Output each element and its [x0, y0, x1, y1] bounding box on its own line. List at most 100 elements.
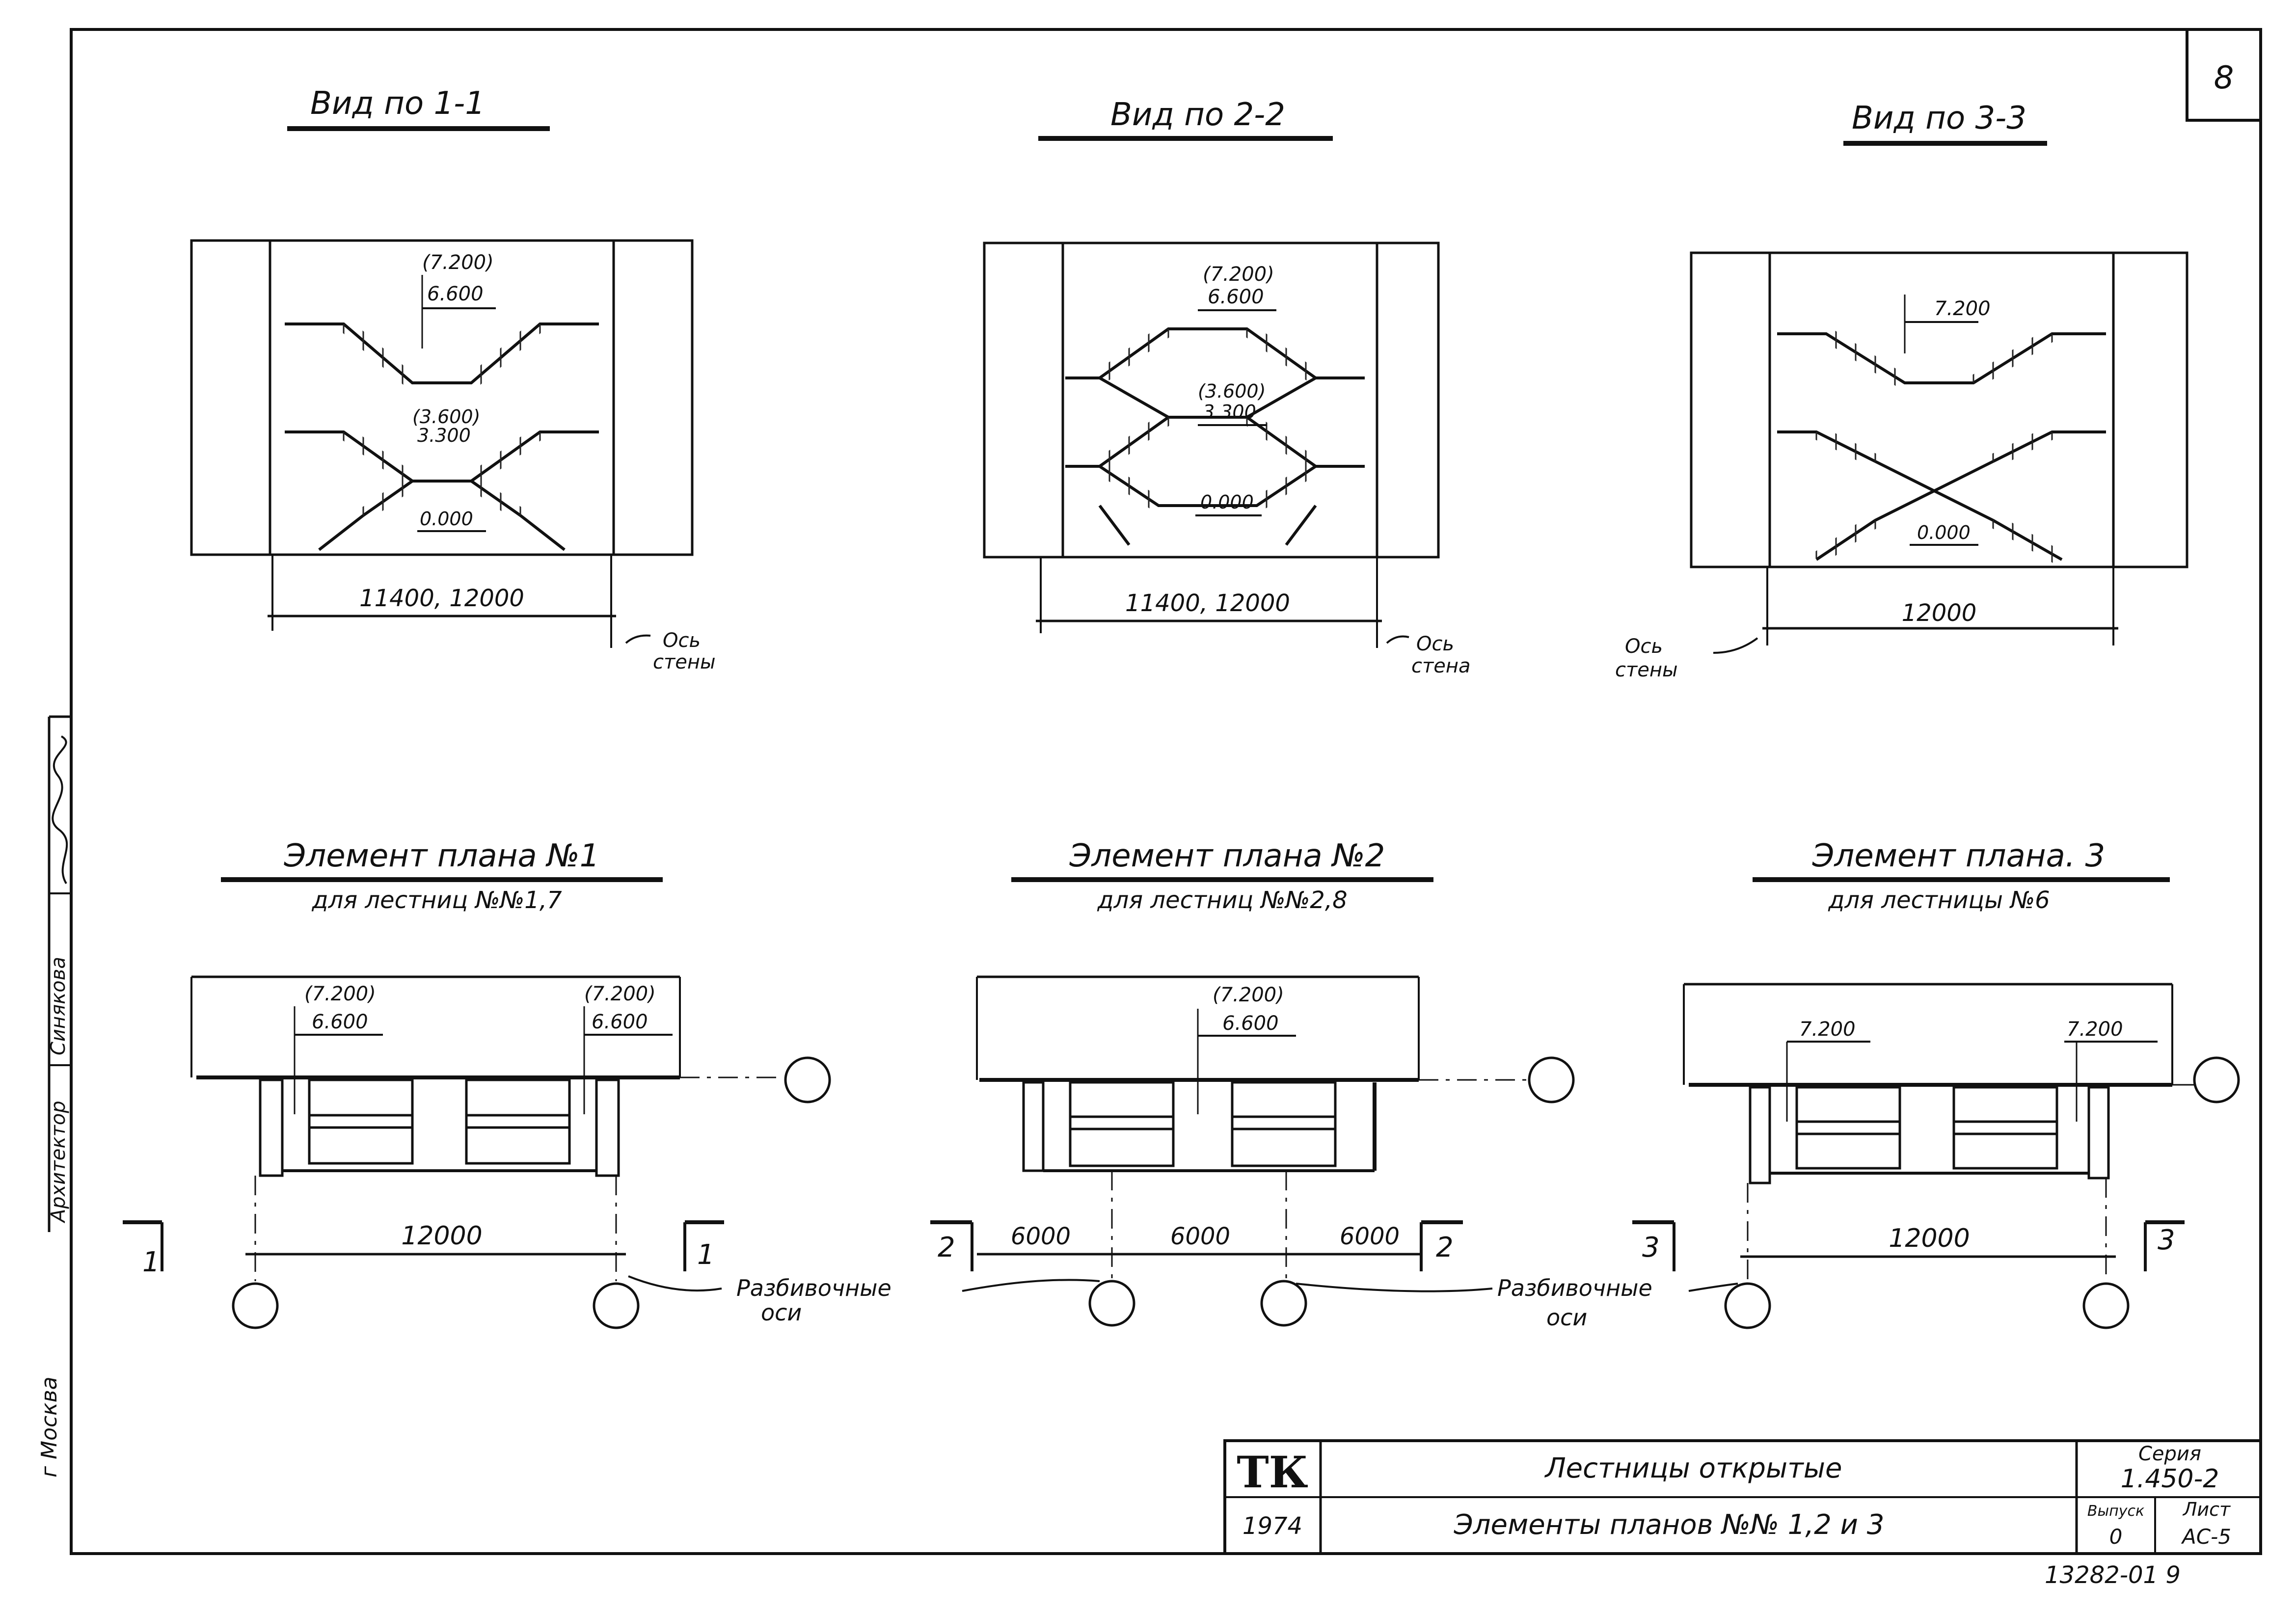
level-mark: (7.200) [584, 983, 656, 1005]
wall-left [259, 1078, 284, 1177]
stair-flight [308, 1078, 414, 1165]
view-title: Вид по 2-2 [1110, 97, 1285, 133]
logo: ТК [1237, 1447, 1308, 1498]
level-mark: 3.300 [417, 425, 471, 446]
axis-label: оси [1546, 1304, 1587, 1331]
series-value: 1.450-2 [2121, 1464, 2219, 1494]
title-block: ТК 1974 Лестницы открытые Элементы плано… [1223, 1439, 2262, 1555]
side-stamp-role: Архитектор [47, 1101, 70, 1224]
side-stamp: Архитектор Синякова г Москва [37, 715, 73, 1478]
section-mark: 3 [1642, 1232, 1660, 1263]
title-year: 1974 [1243, 1512, 1302, 1540]
dimension: 6000 [1170, 1223, 1230, 1250]
section-mark: 1 [142, 1246, 160, 1278]
stair-flight [1952, 1086, 2058, 1170]
dimension: 11400, 12000 [1125, 590, 1290, 617]
level-mark: 7.200 [1934, 297, 1991, 320]
level-mark: (7.200) [422, 251, 494, 274]
plan-subtitle: для лестницы №6 [1828, 887, 2050, 914]
plan-element-3: Элемент плана. 3 для лестницы №6 7.200 7… [1632, 838, 2240, 1329]
section-mark: 2 [1436, 1232, 1454, 1263]
level-mark: (7.200) [1213, 984, 1284, 1006]
axis-label-1: Разбивочные оси [628, 1275, 1100, 1326]
level-mark: 0.000 [1917, 522, 1971, 543]
axis-bubble [232, 1282, 279, 1329]
level-mark: 7.200 [2067, 1018, 2123, 1041]
dimension: 6000 [1340, 1223, 1400, 1250]
sheet-number-box: 8 [2186, 28, 2262, 122]
level-mark: 7.200 [1799, 1018, 1856, 1041]
axis-note: стена [1411, 655, 1471, 677]
plan-subtitle: для лестниц №№2,8 [1097, 887, 1347, 914]
dimension: 12000 [1889, 1224, 1970, 1253]
view-3-3: Вид по 3-3 7.200 0.000 12000 [1615, 100, 2188, 681]
axis-label-2: Разбивочные оси [1296, 1275, 1738, 1331]
section-mark: 3 [2158, 1224, 2175, 1256]
level-mark: 0.000 [420, 508, 473, 530]
dimension: 12000 [1902, 599, 1977, 627]
wall-right [2087, 1086, 2110, 1180]
brick-wall-left [1690, 251, 1771, 568]
axis-note: Ось [663, 629, 701, 652]
sheet-label: Лист [2182, 1499, 2231, 1520]
stair-flight [1795, 1086, 1901, 1170]
axis-note: стены [1615, 659, 1678, 681]
axis-label: Разбивочные [1497, 1275, 1652, 1301]
level-mark: 6.600 [592, 1011, 648, 1033]
axis-note: стены [653, 651, 716, 673]
dimension: 12000 [401, 1221, 482, 1251]
level-mark: 6.600 [427, 283, 484, 305]
side-stamp-city: г Москва [37, 1376, 62, 1478]
brick-wall-right [612, 239, 694, 556]
brick-wall-right [1376, 242, 1440, 559]
axis-note: Ось [1625, 635, 1663, 658]
archive-number: 13282-01 9 [2045, 1561, 2181, 1589]
axis-bubble [1528, 1056, 1575, 1103]
dimension: 6000 [1011, 1223, 1071, 1250]
plan-title: Элемент плана. 3 [1812, 838, 2106, 874]
axis-bubble [593, 1282, 640, 1329]
brick-wall-right [2112, 251, 2188, 568]
level-mark: 3.300 [1203, 401, 1256, 423]
axis-bubble [784, 1056, 831, 1103]
sheet-frame [70, 28, 2262, 1555]
stair-flight [465, 1078, 571, 1165]
section-mark: 1 [697, 1239, 715, 1271]
wall-left [1749, 1086, 1771, 1184]
stair-flight [1231, 1081, 1337, 1167]
axis-bubble [2082, 1282, 2130, 1329]
axis-bubble [1724, 1282, 1771, 1329]
wall-left [1022, 1081, 1045, 1172]
series-label: Серия [2138, 1443, 2201, 1465]
level-marks: (7.200) 6.600 (3.600) 3.300 0.000 [1195, 263, 1276, 516]
sheet-value: АС-5 [2181, 1525, 2231, 1549]
title-line-1: Лестницы открытые [1544, 1452, 1842, 1484]
title-line-2: Элементы планов №№ 1,2 и 3 [1454, 1509, 1885, 1541]
view-title: Вид по 3-3 [1852, 100, 2026, 136]
wall-right [595, 1078, 620, 1177]
axis-bubble [2193, 1056, 2240, 1103]
signature [52, 735, 68, 885]
sheet-number: 8 [2214, 60, 2234, 96]
level-mark: 6.600 [1222, 1012, 1279, 1035]
level-mark: (3.600) [412, 406, 480, 428]
level-mark: 6.600 [312, 1011, 368, 1033]
stair-flight [1069, 1081, 1175, 1167]
side-stamp-name: Синякова [47, 957, 70, 1055]
stair-flights [285, 318, 599, 551]
section-mark: 2 [938, 1232, 955, 1263]
level-mark: (7.200) [1203, 263, 1274, 286]
view-2-2: Вид по 2-2 (7.200) 6.600 (3.600) 3.300 [983, 97, 1471, 677]
axis-label: оси [761, 1299, 802, 1326]
level-marks: 7.200 0.000 [1904, 295, 1991, 546]
issue-label: Выпуск [2087, 1503, 2144, 1520]
level-mark: 6.600 [1208, 286, 1264, 308]
plan-title: Элемент плана №1 [284, 838, 600, 874]
axis-note: Ось [1416, 633, 1454, 655]
plan-title: Элемент плана №2 [1069, 838, 1385, 874]
view-1-1: Вид по 1-1 (7.200) 6.600 (3.600) 3.300 0… [190, 85, 716, 673]
brick-wall-left [983, 242, 1064, 559]
stair-flights [1777, 327, 2106, 566]
level-mark: (7.200) [304, 983, 376, 1005]
